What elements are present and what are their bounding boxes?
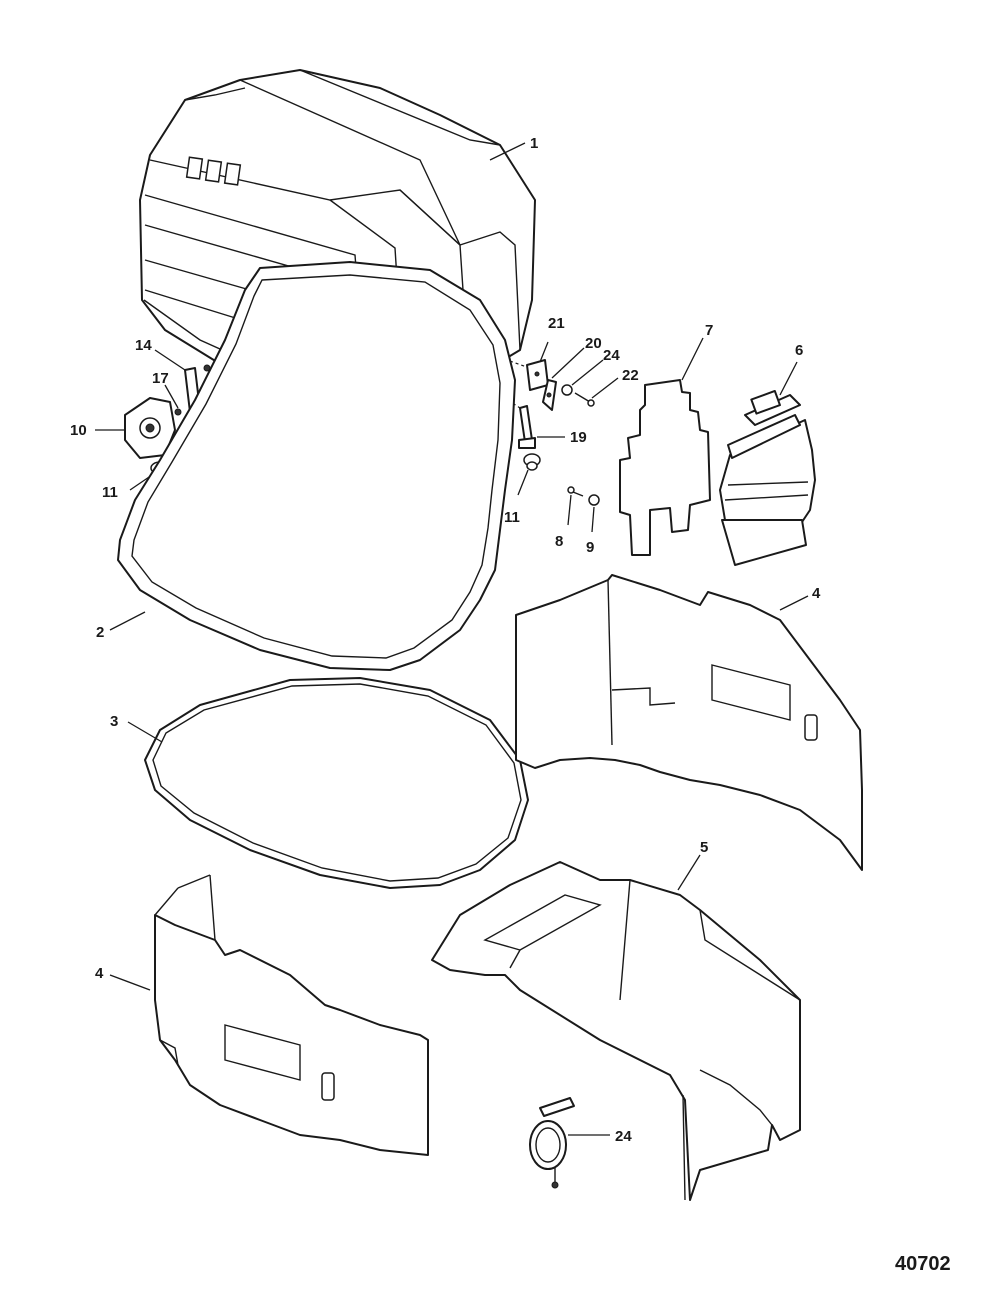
grommet-11b [523, 453, 541, 471]
bracket-21 [526, 359, 549, 391]
callout-3: 3 [110, 713, 118, 730]
callout-24b: 24 [615, 1128, 632, 1145]
callout-8: 8 [555, 533, 563, 550]
washer-9 [588, 494, 600, 506]
air-vent-6 [719, 389, 816, 566]
bolt-22 [574, 392, 595, 407]
screw-8 [567, 486, 584, 497]
callout-17: 17 [152, 370, 169, 387]
callout-4a: 4 [812, 585, 821, 602]
shroud-5 [431, 861, 801, 1201]
seal-2 [117, 261, 516, 671]
callout-21: 21 [548, 315, 565, 332]
callout-6: 6 [795, 342, 803, 359]
callout-14: 14 [135, 337, 152, 354]
callout-19: 19 [570, 429, 587, 446]
hinge-20 [542, 379, 557, 411]
callout-4b: 4 [95, 965, 104, 982]
callout-1-leader [489, 142, 526, 161]
screw-17 [174, 408, 182, 416]
callout-20: 20 [585, 335, 602, 352]
callout-2: 2 [96, 624, 104, 641]
latch-hook-19 [518, 405, 536, 449]
callout-24a: 24 [603, 347, 620, 364]
insulation-panel-7 [619, 379, 711, 556]
side-panel-4-left [154, 874, 429, 1156]
callout-9: 9 [586, 539, 594, 556]
callout-10: 10 [70, 422, 87, 439]
callout-5: 5 [700, 839, 708, 856]
callout-22: 22 [622, 367, 639, 384]
figure-number: 40702 [895, 1253, 951, 1275]
latch-assembly [124, 397, 176, 459]
clamp-24 [529, 1097, 575, 1189]
callout-1: 1 [530, 135, 538, 152]
side-panel-4-right [515, 574, 863, 871]
callout-7: 7 [705, 322, 713, 339]
callout-11a: 11 [102, 484, 118, 501]
foam-pad-3 [144, 677, 529, 889]
callout-11b: 11 [504, 509, 520, 526]
washer-24a [561, 384, 573, 396]
